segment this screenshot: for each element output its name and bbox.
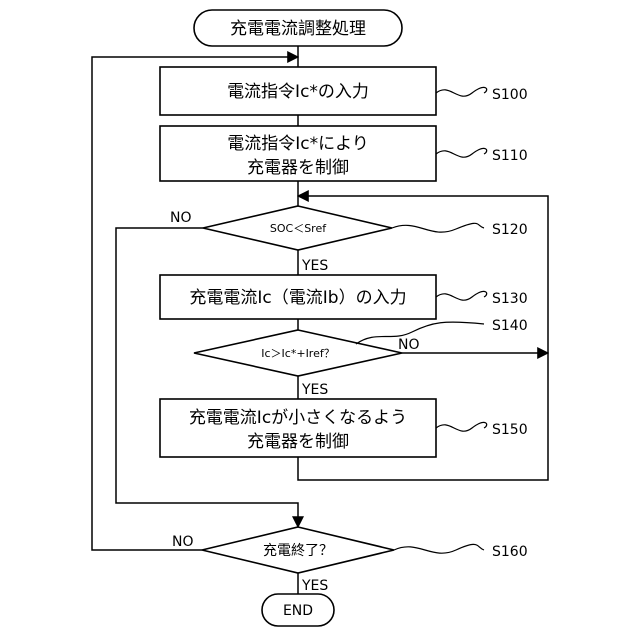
- step-s130-text: 充電電流Ic（電流Ib）の入力: [189, 288, 406, 308]
- connector-s120-no: [116, 228, 298, 527]
- branch-s140-no: NO: [398, 337, 420, 353]
- leader-s120: [392, 223, 484, 232]
- decision-s120-text: SOC＜Sref: [270, 222, 327, 235]
- decision-s140-text: Ic＞Ic*+Iref？: [261, 347, 334, 360]
- step-s110-text-line1: 電流指令Ic*により: [227, 134, 369, 154]
- label-s130: S130: [492, 291, 528, 307]
- branch-s160-no: NO: [172, 534, 194, 550]
- leader-s160: [394, 544, 484, 553]
- branch-s160-yes: YES: [301, 578, 328, 594]
- end-label: END: [283, 603, 313, 619]
- label-s150: S150: [492, 422, 528, 438]
- leader-s130: [436, 291, 487, 300]
- step-s110-text-line2: 充電器を制御: [247, 158, 349, 178]
- branch-s120-yes: YES: [301, 258, 328, 274]
- decision-s160-text: 充電終了？: [263, 543, 333, 559]
- branch-s140-yes: YES: [301, 382, 328, 398]
- label-s100: S100: [492, 87, 528, 103]
- step-s150-text-line2: 充電器を制御: [247, 432, 349, 452]
- leader-s140: [356, 322, 484, 344]
- branch-s120-no: NO: [170, 210, 192, 226]
- step-s150-text-line1: 充電電流Icが小さくなるよう: [189, 408, 407, 428]
- start-label: 充電電流調整処理: [230, 19, 366, 39]
- label-s120: S120: [492, 222, 528, 238]
- leader-s150: [436, 422, 487, 431]
- label-s110: S110: [492, 148, 528, 164]
- label-s140: S140: [492, 318, 528, 334]
- leader-s110: [436, 148, 487, 157]
- label-s160: S160: [492, 544, 528, 560]
- leader-s100: [436, 87, 487, 96]
- step-s100-text: 電流指令Ic*の入力: [227, 82, 369, 102]
